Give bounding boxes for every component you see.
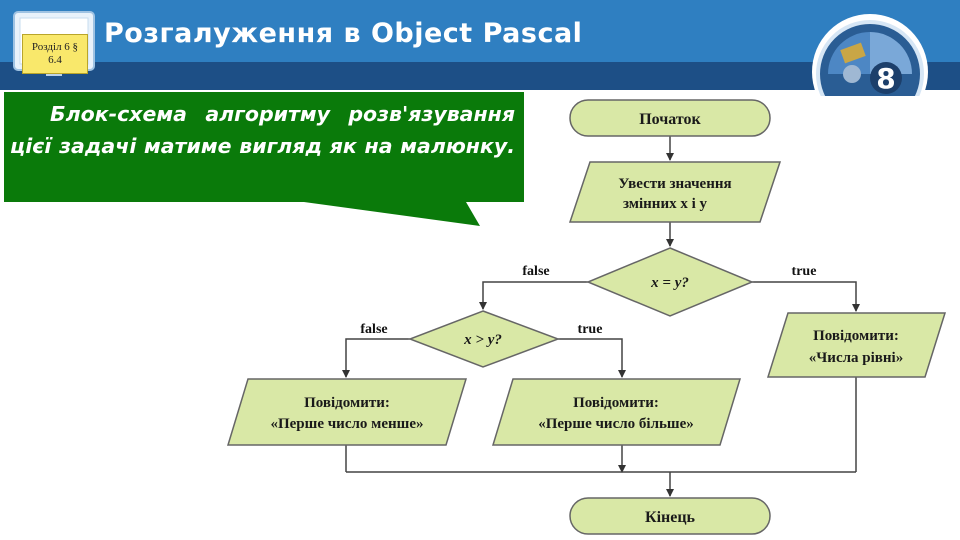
section-badge: Розділ 6 § 6.4	[22, 34, 88, 74]
start-label: Початок	[639, 111, 701, 128]
section-line-2: 6.4	[23, 54, 87, 67]
cond1-false-label: false	[522, 264, 549, 279]
cond2-false-label: false	[360, 322, 387, 337]
cond2-true-label: true	[578, 322, 603, 337]
condition-greater-label: x > y?	[463, 332, 502, 348]
condition-equal-label: x = y?	[650, 275, 689, 291]
output-greater-line2: «Перше число більше»	[538, 416, 694, 432]
output-equal-line1: Повідомити:	[813, 328, 899, 344]
page-title: Розгалуження в Object Pascal	[104, 18, 582, 49]
output-greater-line1: Повідомити:	[573, 395, 659, 411]
cond1-true-label: true	[792, 264, 817, 279]
flowchart: Початок Увести значення змінних x і y x …	[220, 90, 955, 540]
output-equal-line2: «Числа рівні»	[809, 350, 903, 366]
input-block	[570, 162, 780, 222]
textbook-logo-icon: 8	[808, 12, 932, 96]
output-equal-block	[768, 313, 945, 377]
end-label: Кінець	[645, 509, 696, 526]
output-less-line1: Повідомити:	[304, 395, 390, 411]
output-greater-block	[493, 379, 740, 445]
output-less-line2: «Перше число менше»	[270, 416, 423, 432]
output-less-block	[228, 379, 466, 445]
section-line-1: Розділ 6 §	[23, 41, 87, 54]
input-label-line1: Увести значення	[618, 176, 731, 192]
input-label-line2: змінних x і y	[623, 196, 708, 212]
